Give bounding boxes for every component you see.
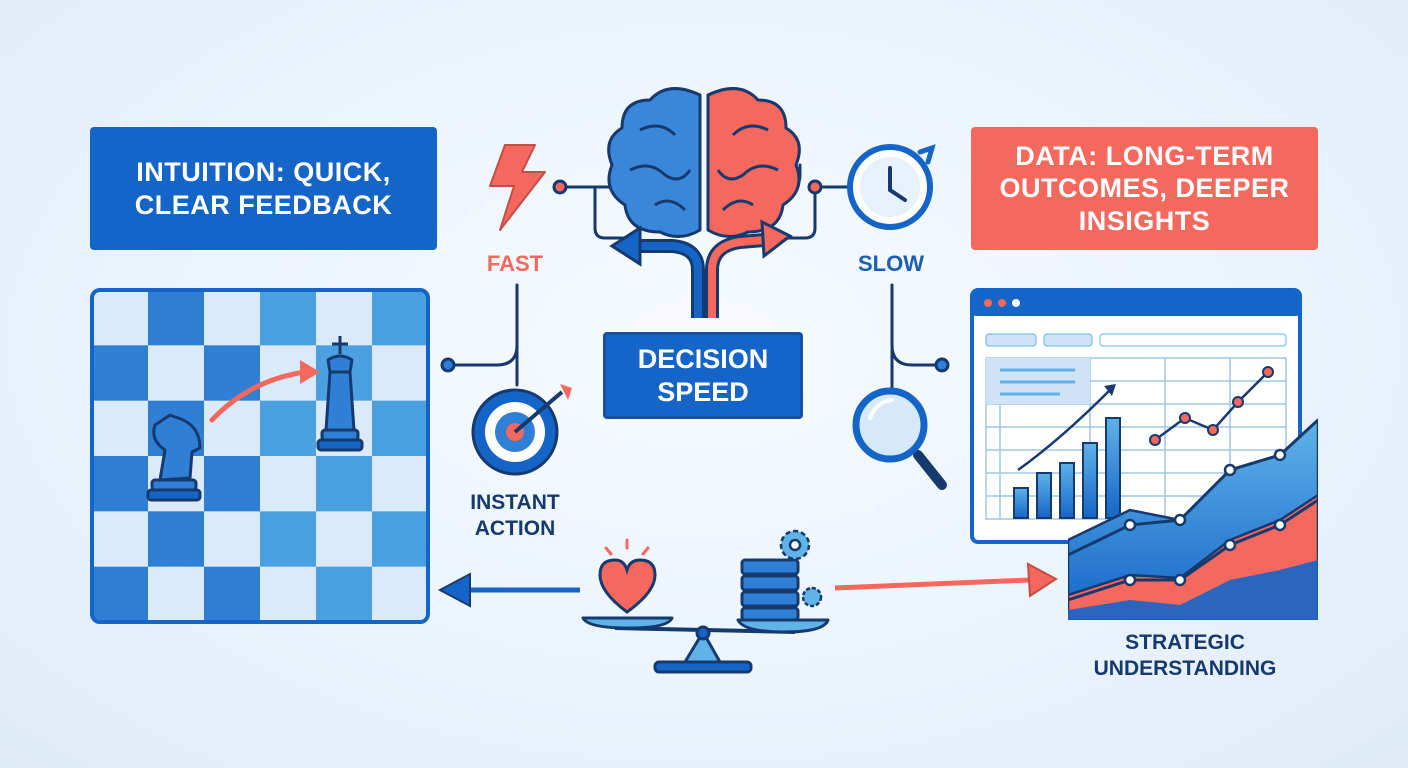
board-square bbox=[92, 290, 149, 346]
magnifier-icon bbox=[852, 387, 947, 490]
move-arrow bbox=[209, 369, 308, 423]
data-title: DATA: LONG-TERM OUTCOMES, DEEPER INSIGHT… bbox=[999, 140, 1290, 236]
board-square bbox=[204, 511, 261, 568]
brain-icon bbox=[607, 87, 801, 238]
board-square bbox=[148, 566, 205, 622]
board-square bbox=[204, 456, 261, 512]
decision-speed-box: DECISION SPEED bbox=[603, 332, 803, 419]
intuition-title-box: INTUITION: QUICK, CLEAR FEEDBACK bbox=[90, 127, 437, 250]
sheet-bar bbox=[1105, 417, 1121, 519]
board-square bbox=[260, 511, 317, 568]
sheet-bar bbox=[1059, 462, 1075, 519]
board-square bbox=[372, 456, 428, 512]
chessboard bbox=[90, 288, 430, 624]
move-arrow-head bbox=[300, 360, 320, 384]
sheet-bar bbox=[1036, 472, 1052, 519]
board-square bbox=[204, 566, 261, 622]
target-icon bbox=[471, 384, 572, 476]
board-square bbox=[148, 290, 205, 346]
instant-action-line1: INSTANT bbox=[470, 491, 560, 514]
left-bottom-arrow bbox=[437, 572, 580, 608]
intuition-title: INTUITION: QUICK, CLEAR FEEDBACK bbox=[134, 157, 393, 220]
fast-label: FAST bbox=[486, 251, 544, 276]
board-square bbox=[372, 290, 428, 346]
clock-icon bbox=[847, 144, 936, 230]
board-square bbox=[204, 290, 261, 346]
board-square bbox=[92, 400, 149, 457]
sheet-line-point bbox=[1262, 366, 1274, 378]
chess-king-icon bbox=[316, 336, 364, 452]
data-title-box: DATA: LONG-TERM OUTCOMES, DEEPER INSIGHT… bbox=[971, 127, 1318, 250]
right-bottom-arrow bbox=[834, 562, 1058, 598]
board-square bbox=[260, 566, 317, 622]
heart-icon bbox=[598, 538, 657, 614]
board-square bbox=[92, 456, 149, 512]
decision-speed-title: DECISION SPEED bbox=[637, 344, 769, 407]
slow-label: SLOW bbox=[858, 251, 924, 276]
split-arrows bbox=[609, 219, 793, 318]
board-square bbox=[204, 345, 261, 402]
board-square bbox=[148, 511, 205, 568]
board-square bbox=[92, 511, 149, 568]
sheet-bar bbox=[1013, 487, 1029, 519]
board-square bbox=[372, 345, 428, 402]
instant-action-label: INSTANT ACTION bbox=[445, 490, 585, 543]
sheet-line-point bbox=[1179, 412, 1191, 424]
board-square bbox=[316, 511, 373, 568]
strategic-line2: UNDERSTANDING bbox=[1093, 657, 1277, 681]
balance-scale-icon bbox=[581, 616, 830, 674]
board-square bbox=[260, 456, 317, 512]
board-square bbox=[372, 511, 428, 568]
strategic-line1: STRATEGIC bbox=[1125, 631, 1245, 654]
sheet-line-point bbox=[1149, 434, 1161, 446]
sheet-line-point bbox=[1207, 424, 1219, 436]
board-square bbox=[316, 566, 373, 622]
board-square bbox=[372, 566, 428, 622]
board-square bbox=[92, 566, 149, 622]
board-square bbox=[260, 400, 317, 457]
sheet-bar bbox=[1082, 442, 1098, 519]
board-square bbox=[204, 400, 261, 457]
lightning-bolt-icon bbox=[489, 144, 546, 231]
server-stack-icon bbox=[740, 558, 800, 622]
board-square bbox=[316, 456, 373, 512]
sheet-line-point bbox=[1232, 396, 1244, 408]
board-square bbox=[316, 290, 373, 346]
board-square bbox=[260, 290, 317, 346]
strategic-understanding-label: STRATEGIC UNDERSTANDING bbox=[1070, 630, 1300, 683]
board-square bbox=[92, 345, 149, 402]
instant-action-line2: ACTION bbox=[474, 517, 556, 541]
strategic-area-chart bbox=[1068, 418, 1318, 620]
board-square bbox=[148, 345, 205, 402]
connector-nodes bbox=[440, 179, 950, 373]
gear-icon bbox=[779, 529, 823, 608]
chess-knight-icon bbox=[146, 413, 202, 502]
board-square bbox=[372, 400, 428, 457]
